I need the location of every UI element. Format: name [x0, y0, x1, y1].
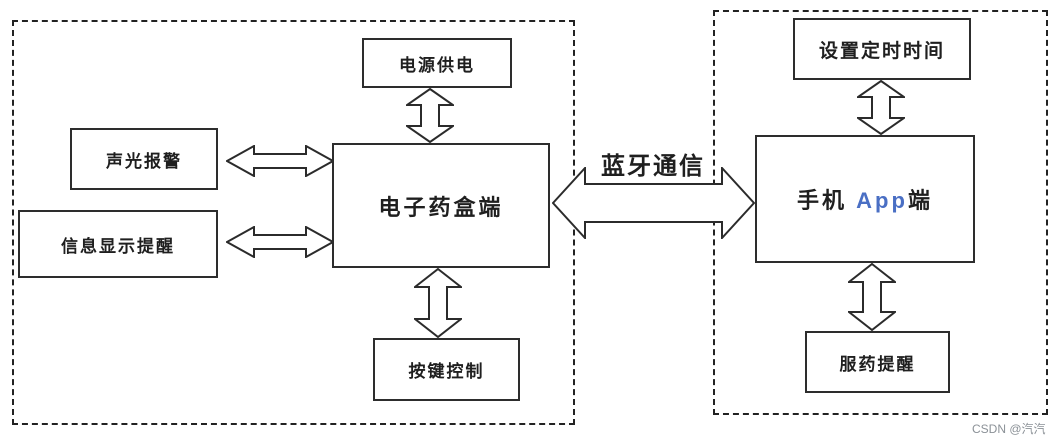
node-sound-light-alarm: 声光报警 [70, 128, 218, 190]
double-arrow-phone-reminder [848, 263, 896, 331]
node-key-control-label: 按键控制 [408, 362, 485, 381]
double-arrow-settime-phone [857, 80, 905, 135]
phone-label-suffix: 端 [907, 188, 933, 213]
double-arrow-bluetooth-link [552, 167, 755, 239]
node-phone-app-main: 手机 App端 [755, 135, 975, 263]
node-power-supply: 电源供电 [362, 38, 512, 88]
double-arrow-pillbox-keys [414, 268, 462, 338]
bluetooth-link-label: 蓝牙通信 [601, 153, 705, 180]
node-info-display-reminder-label: 信息显示提醒 [61, 236, 175, 256]
node-phone-app-main-label: 手机 App端 [797, 183, 933, 215]
node-medication-reminder-label: 服药提醒 [839, 354, 916, 374]
node-power-supply-label: 电源供电 [399, 55, 475, 75]
phone-label-app: App [856, 188, 908, 213]
node-key-control: 按键控制 [373, 338, 520, 401]
node-sound-light-alarm-label: 声光报警 [106, 151, 182, 171]
node-info-display-reminder: 信息显示提醒 [18, 210, 218, 278]
node-pillbox-main-label: 电子药盒端 [378, 194, 504, 220]
double-arrow-alarm-pillbox [226, 145, 334, 177]
phone-label-prefix: 手机 [797, 188, 857, 213]
double-arrow-info-pillbox [226, 226, 334, 258]
node-set-timer: 设置定时时间 [793, 18, 971, 80]
node-pillbox-main: 电子药盒端 [332, 143, 550, 268]
node-medication-reminder: 服药提醒 [805, 331, 950, 393]
double-arrow-power-pillbox [406, 88, 454, 143]
node-set-timer-label: 设置定时时间 [818, 40, 945, 62]
csdn-watermark: CSDN @汽汽 [972, 422, 1046, 436]
